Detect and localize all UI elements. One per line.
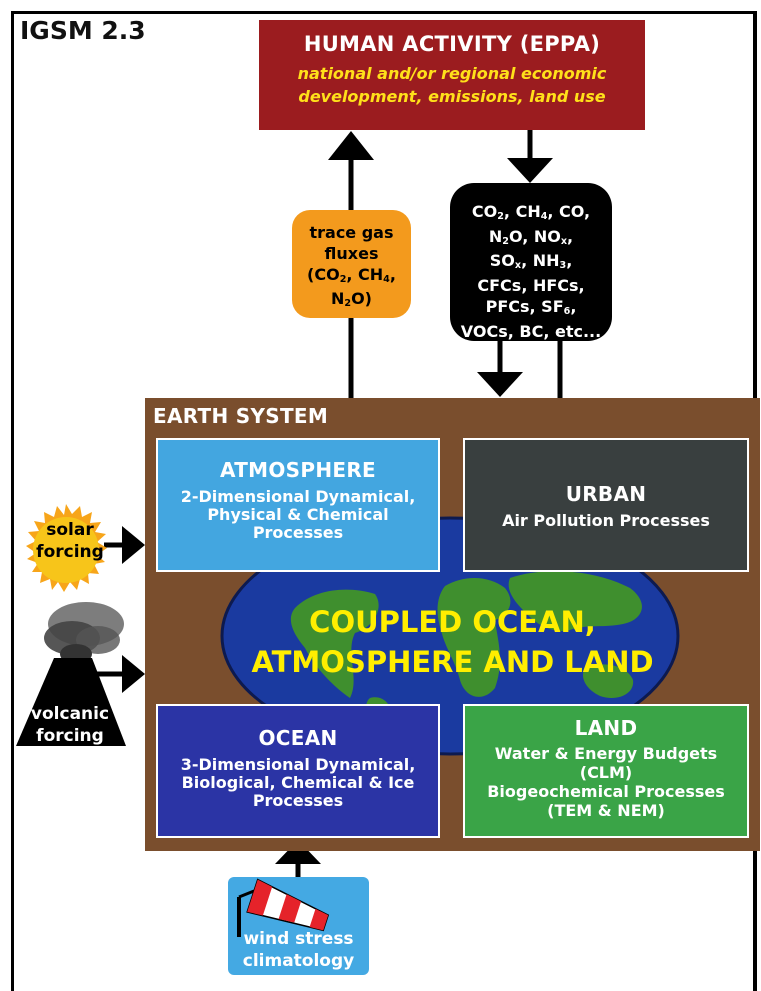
- wind-stress-label: wind stress climatology: [228, 928, 369, 972]
- trace-gas-box: trace gas fluxes (CO2, CH4, N2O): [292, 210, 411, 318]
- human-activity-subtitle: national and/or regional economic develo…: [259, 62, 645, 108]
- ocean-line1: 3-Dimensional Dynamical,: [180, 755, 416, 774]
- coupled-line1: COUPLED OCEAN,: [309, 605, 596, 639]
- trace-gas-line1: trace gas: [309, 223, 394, 242]
- emissions-line2: N2O, NOx,: [488, 226, 574, 247]
- wind-line2: climatology: [242, 951, 355, 971]
- human-activity-box: HUMAN ACTIVITY (EPPA) national and/or re…: [259, 20, 645, 130]
- land-description: Water & Energy Budgets (CLM) Biogeochemi…: [465, 744, 747, 820]
- urban-line1: Air Pollution Processes: [502, 511, 710, 530]
- ocean-box: OCEAN 3-Dimensional Dynamical, Biologica…: [156, 704, 440, 838]
- volcanic-line2: forcing: [36, 726, 104, 746]
- emissions-box: CO2, CH4, CO, N2O, NOx, SOx, NH3, CFCs, …: [450, 183, 612, 341]
- solar-arrowhead: [122, 526, 145, 564]
- atmosphere-line1: 2-Dimensional Dynamical,: [180, 487, 416, 506]
- windsock-icon: [237, 878, 330, 937]
- emissions-to-atmosphere-arrowhead: [477, 372, 523, 397]
- emissions-line6: VOCs, BC, etc...: [460, 321, 602, 341]
- urban-heading: URBAN: [565, 482, 647, 506]
- ocean-line2: Biological, Chemical & Ice: [181, 773, 415, 792]
- land-line1: Water & Energy Budgets: [494, 744, 718, 763]
- diagram-title: IGSM 2.3: [20, 16, 146, 45]
- atmosphere-heading: ATMOSPHERE: [220, 458, 376, 482]
- atmosphere-description: 2-Dimensional Dynamical, Physical & Chem…: [158, 488, 438, 542]
- solar-line2: forcing: [36, 542, 104, 562]
- volcano-icon: [16, 602, 126, 746]
- emissions-line3: SOx, NH3,: [489, 251, 573, 272]
- ocean-line3: Processes: [252, 791, 344, 810]
- ocean-heading: OCEAN: [258, 726, 338, 750]
- volcanic-line1: volcanic: [30, 704, 110, 724]
- land-line4: (TEM & NEM): [547, 801, 665, 820]
- trace-gas-line2: fluxes: [324, 244, 379, 263]
- urban-box: URBAN Air Pollution Processes: [463, 438, 749, 572]
- emissions-line1: CO2, CH4, CO,: [471, 202, 591, 223]
- earth-system-panel: EARTH SYSTEM ATMOSPHERE 2-Dimensional Dy…: [145, 398, 760, 851]
- trace-gas-up-arrowhead: [328, 131, 374, 160]
- atmosphere-line3: Processes: [252, 523, 344, 542]
- volcanic-arrowhead: [122, 655, 145, 693]
- coupled-label: COUPLED OCEAN, ATMOSPHERE AND LAND: [145, 602, 760, 682]
- atmosphere-box: ATMOSPHERE 2-Dimensional Dynamical, Phys…: [156, 438, 440, 572]
- human-activity-heading: HUMAN ACTIVITY (EPPA): [303, 32, 601, 56]
- human-activity-subtitle-line2: development, emissions, land use: [298, 87, 606, 106]
- earth-system-label: EARTH SYSTEM: [153, 404, 329, 428]
- land-heading: LAND: [574, 716, 638, 740]
- wind-line1: wind stress: [243, 929, 354, 949]
- solar-forcing-label: solar forcing: [30, 519, 110, 563]
- wind-arrowhead: [275, 840, 321, 864]
- ocean-description: 3-Dimensional Dynamical, Biological, Che…: [158, 756, 438, 810]
- emissions-line5: PFCs, SF6,: [485, 297, 577, 318]
- volcanic-forcing-label: volcanic forcing: [18, 703, 122, 747]
- coupled-line2: ATMOSPHERE AND LAND: [251, 645, 654, 679]
- emissions-line4: CFCs, HFCs,: [477, 275, 585, 295]
- globe-map-icon: [220, 516, 680, 756]
- solar-line1: solar: [46, 520, 94, 540]
- sun-icon: [26, 504, 107, 592]
- trace-gas-line3: (CO2, CH4,: [307, 265, 396, 286]
- emissions-down-arrowhead: [507, 158, 553, 183]
- atmosphere-line2: Physical & Chemical: [207, 505, 389, 524]
- human-activity-subtitle-line1: national and/or regional economic: [297, 64, 607, 83]
- trace-gas-line4: N2O): [331, 289, 372, 310]
- land-box: LAND Water & Energy Budgets (CLM) Biogeo…: [463, 704, 749, 838]
- land-line2: (CLM): [579, 763, 633, 782]
- land-line3: Biogeochemical Processes: [487, 782, 725, 801]
